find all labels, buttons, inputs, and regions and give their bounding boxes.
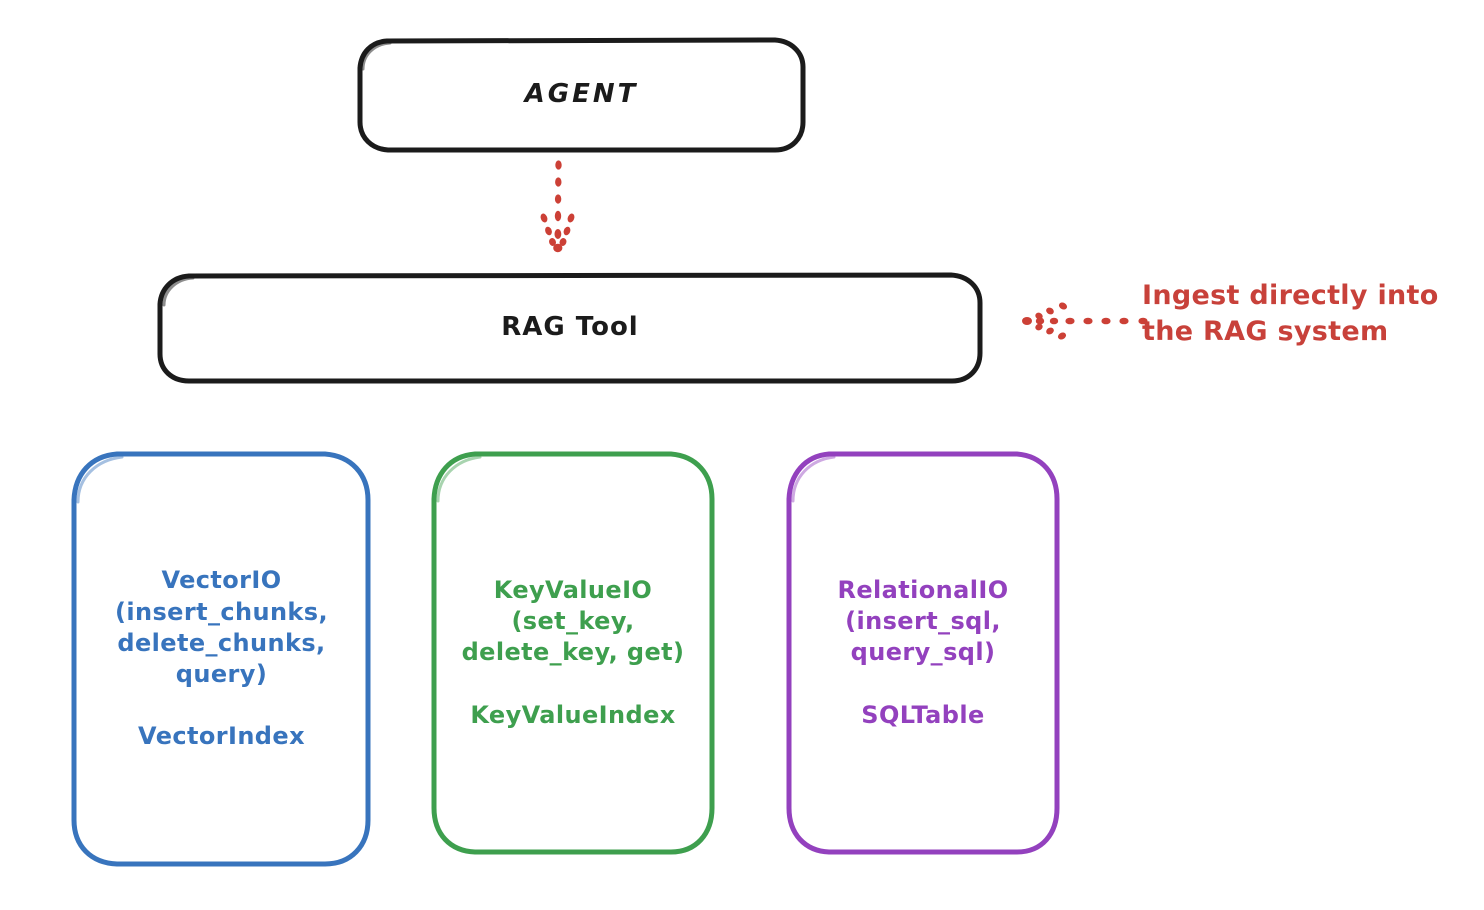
node-agent-label: AGENT	[524, 79, 639, 110]
connector-ingest-to-rag-tool	[1022, 302, 1148, 340]
node-agent[interactable]: AGENT	[357, 37, 806, 153]
annotation-ingest: Ingest directly into the RAG system	[1142, 280, 1439, 348]
node-keyvalue-io[interactable]: KeyValueIO (set_key, delete_key, get) Ke…	[430, 450, 716, 856]
node-vector-io[interactable]: VectorIO (insert_chunks, delete_chunks, …	[70, 450, 373, 868]
connector-agent-to-rag-tool	[540, 160, 575, 253]
node-keyvalue-io-label: KeyValueIO (set_key, delete_key, get) Ke…	[461, 576, 685, 729]
node-vector-io-label: VectorIO (insert_chunks, delete_chunks, …	[115, 566, 328, 751]
node-relational-io[interactable]: RelationalIO (insert_sql, query_sql) SQL…	[785, 450, 1061, 856]
node-rag-tool[interactable]: RAG Tool	[157, 272, 983, 384]
node-rag-tool-label: RAG Tool	[501, 312, 639, 343]
node-relational-io-label: RelationalIO (insert_sql, query_sql) SQL…	[837, 576, 1009, 729]
